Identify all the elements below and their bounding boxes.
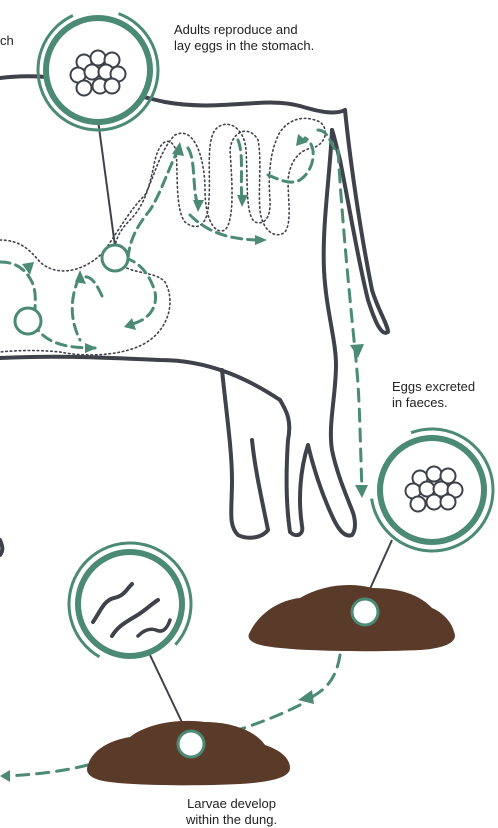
gut-arrowheads xyxy=(22,134,308,353)
egg-cluster-icon xyxy=(406,467,463,512)
dung-pile-faeces xyxy=(249,585,455,651)
node-gut xyxy=(15,308,41,334)
callout-larvae xyxy=(47,521,214,688)
adults-label: Adults reproduce and lay eggs in the sto… xyxy=(174,22,314,54)
eggs-excreted-label: Eggs excreted in faeces. xyxy=(392,379,475,411)
gut-flow-arrows xyxy=(0,130,335,348)
callout-stomach xyxy=(21,0,175,147)
node-stomach xyxy=(102,245,128,271)
horse-outline xyxy=(0,76,388,555)
digestive-tract xyxy=(0,118,325,355)
partial-left-label: ch xyxy=(0,33,14,49)
larvae-label: Larvae develop within the dung. xyxy=(186,796,277,828)
lifecycle-path xyxy=(5,150,362,776)
callout-faeces xyxy=(354,412,498,568)
lifecycle-arrowheads xyxy=(0,344,368,782)
egg-cluster-icon xyxy=(71,51,126,96)
